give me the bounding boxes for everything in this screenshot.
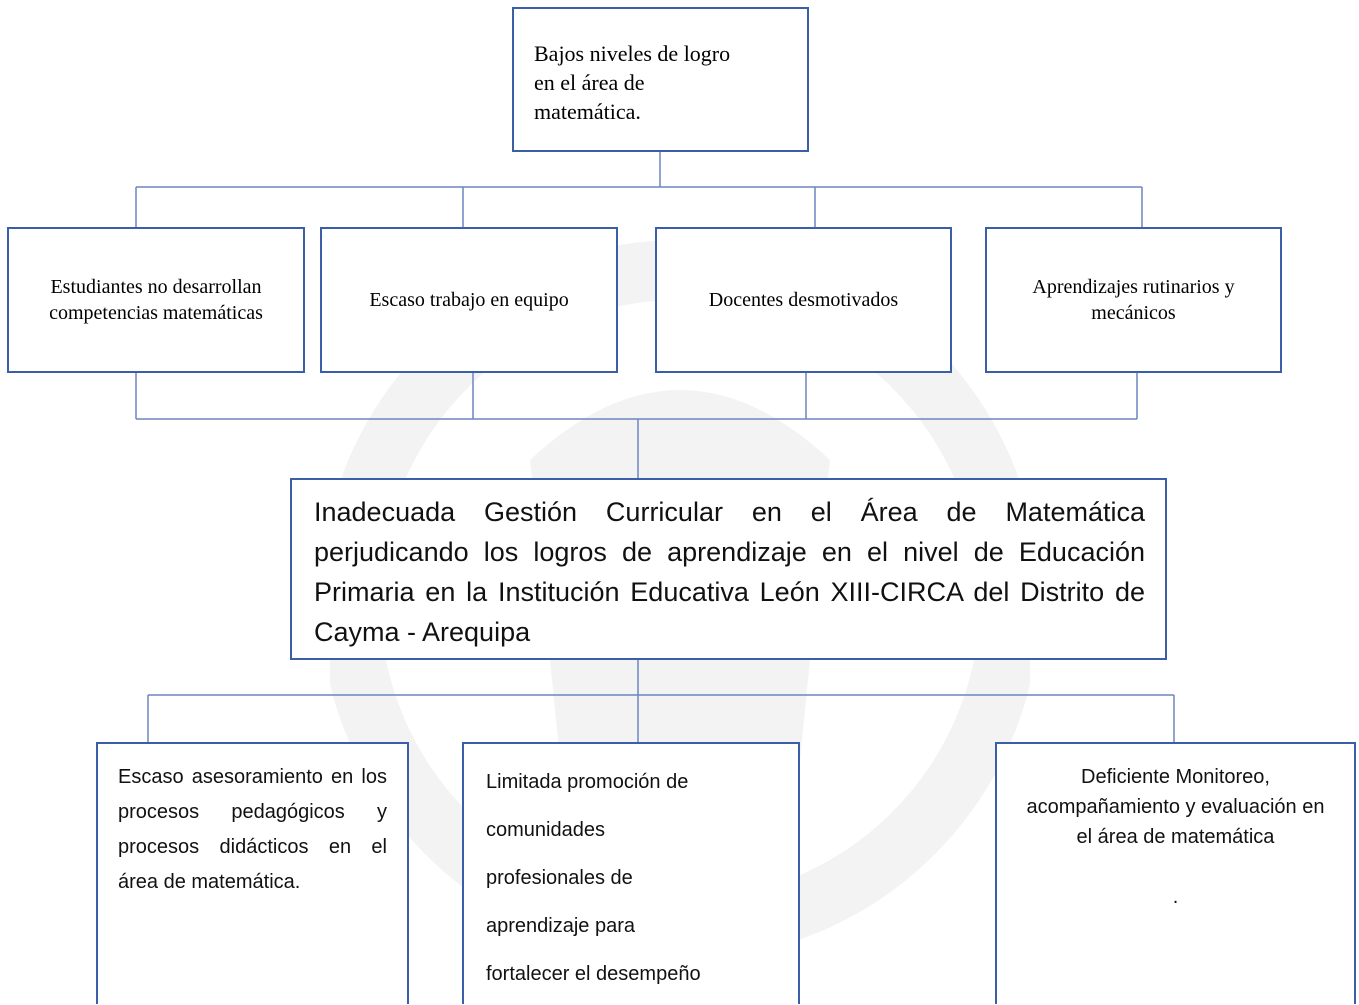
consequence-box-students: Estudiantes no desarrollan competencias … bbox=[7, 227, 305, 373]
effect-line-1: Bajos niveles de logro bbox=[534, 41, 731, 66]
cause-label: Escaso asesoramiento en los procesos ped… bbox=[118, 766, 387, 893]
effect-line-3: matemática. bbox=[534, 99, 641, 124]
cause-line-3: profesionales de bbox=[486, 867, 633, 889]
effect-line-2: en el área de bbox=[534, 70, 645, 95]
effect-box: Bajos niveles de logro en el área de mat… bbox=[512, 7, 809, 152]
cause-label: Deficiente Monitoreo, acompañamiento y e… bbox=[1026, 766, 1325, 848]
consequence-label: Escaso trabajo en equipo bbox=[369, 289, 569, 311]
consequence-label: Docentes desmotivados bbox=[708, 289, 899, 311]
trailing-dot: . bbox=[1172, 886, 1179, 908]
cause-line-5: fortalecer el desempeño bbox=[486, 963, 701, 985]
cause-box-monitoring: Deficiente Monitoreo, acompañamiento y e… bbox=[995, 742, 1356, 1004]
consequence-label: Estudiantes no desarrollan competencias … bbox=[49, 276, 263, 324]
consequence-box-teamwork: Escaso trabajo en equipo bbox=[320, 227, 618, 373]
cause-box-communities: Limitada promoción de comunidades profes… bbox=[462, 742, 800, 1004]
cause-line-4: aprendizaje para bbox=[486, 915, 635, 937]
cause-box-advisory: Escaso asesoramiento en los procesos ped… bbox=[96, 742, 409, 1004]
consequence-box-teachers: Docentes desmotivados bbox=[655, 227, 952, 373]
cause-line-1: Limitada promoción de bbox=[486, 771, 689, 793]
consequence-box-learning: Aprendizajes rutinarios y mecánicos bbox=[985, 227, 1282, 373]
central-problem-text: Inadecuada Gestión Curricular en el Área… bbox=[314, 497, 1145, 647]
central-problem-box: Inadecuada Gestión Curricular en el Área… bbox=[290, 478, 1167, 660]
cause-line-2: comunidades bbox=[486, 819, 605, 841]
consequence-label: Aprendizajes rutinarios y mecánicos bbox=[1032, 276, 1235, 324]
